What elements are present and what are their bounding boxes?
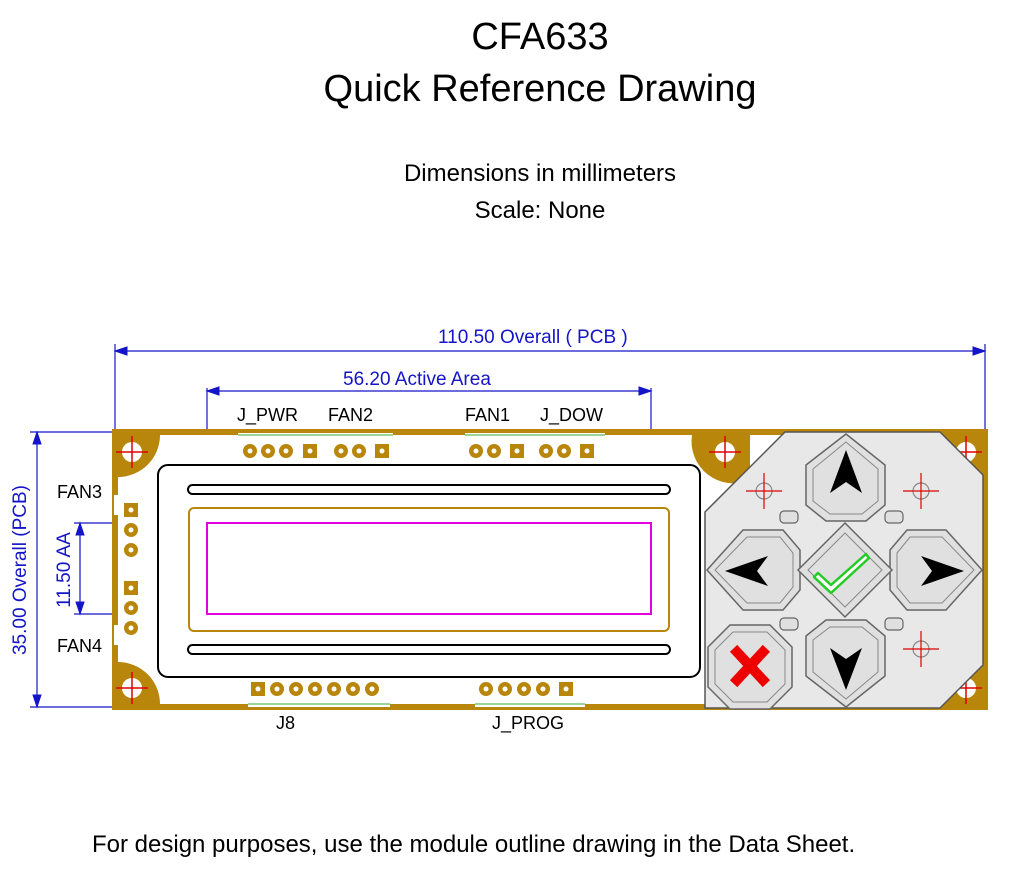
connector-fan3 [124, 503, 138, 557]
overall-width-dimension [113, 344, 987, 437]
overall-height-label: 35.00 Overall (PCB) [10, 484, 31, 656]
units-note: Dimensions in millimeters [403, 160, 677, 187]
label-fan1: FAN1 [465, 405, 511, 425]
keypad-right-button [889, 529, 984, 611]
arrow-left-icon [725, 556, 768, 586]
keypad-up-button [805, 433, 886, 522]
label-fan2: FAN2 [328, 405, 374, 425]
footer-note: For design purposes, use the module outl… [92, 831, 856, 858]
cancel-x-icon [729, 644, 771, 688]
title-line-2: Quick Reference Drawing [323, 68, 757, 110]
active-area-height-label: 11.50 AA [54, 532, 75, 608]
keypad-cancel-button [707, 624, 793, 710]
mount-hole-top-middle [691, 435, 750, 484]
keypad [704, 431, 984, 710]
arrow-right-icon [921, 556, 964, 586]
connector-j8 [251, 682, 379, 696]
label-fan3: FAN3 [57, 482, 103, 502]
title-line-1: CFA633 [471, 16, 609, 58]
connector-fan1 [469, 444, 524, 458]
lcd-glass [157, 464, 701, 678]
connector-fan4 [124, 581, 138, 635]
label-j-prog: J_PROG [492, 713, 565, 733]
active-area [206, 522, 652, 615]
connector-j-pwr [243, 444, 317, 458]
mount-hole-top-left [116, 435, 160, 477]
scale-note: Scale: None [474, 197, 606, 224]
arrow-down-icon [830, 648, 862, 690]
overall-width-label: 110.50 Overall ( PCB ) [438, 327, 628, 348]
connector-j-prog [479, 682, 573, 696]
keypad-enter-button [796, 521, 894, 619]
overall-height-dimension [30, 430, 123, 709]
checkmark-icon [812, 552, 871, 595]
label-j-pwr: J_PWR [237, 405, 299, 425]
label-fan4: FAN4 [57, 636, 103, 656]
led-windows [779, 510, 904, 631]
arrow-up-icon [830, 450, 862, 493]
keypad-left-button [705, 529, 801, 611]
active-area-width-label: 56.20 Active Area [343, 369, 491, 390]
connector-fan2 [334, 444, 389, 458]
connector-j-dow [539, 444, 594, 458]
keypad-down-button [805, 619, 886, 708]
keypad-alignment-marks [746, 473, 939, 667]
label-j-dow: J_DOW [540, 405, 603, 425]
label-j8: J8 [276, 713, 296, 733]
mount-hole-bottom-left [116, 662, 160, 704]
